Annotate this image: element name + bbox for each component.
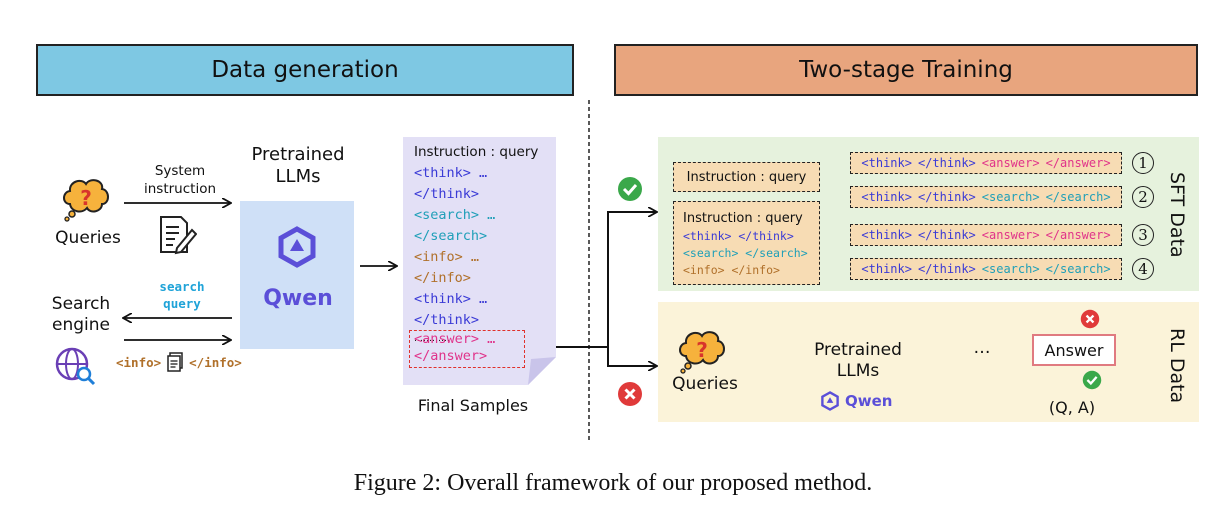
sft-trajectory-4: <think> </think> <search> </search> — [850, 258, 1122, 280]
rl-accept-icon — [1082, 370, 1102, 390]
sample-search-open: <search> … — [414, 207, 496, 223]
sample-instruction: Instruction : query — [414, 144, 539, 160]
rl-queries-thinking-icon: ? — [676, 326, 728, 374]
cross-icon — [617, 381, 643, 407]
sft-number-4: 4 — [1132, 258, 1154, 280]
llm-box — [240, 201, 354, 349]
sample-answer-close: </answer> — [414, 348, 488, 364]
traj3-think-open: <think> — [861, 228, 912, 242]
traj3-think-close: </think> — [917, 228, 976, 242]
traj1-answer-close: </answer> — [1045, 156, 1111, 170]
search-engine-line2: engine — [52, 315, 110, 335]
search-query-line1: search — [159, 279, 205, 294]
rl-pretrained-line2: LLMs — [836, 361, 880, 381]
traj4-search-close: </search> — [1045, 262, 1111, 276]
sft-trajectory-1: <think> </think> <answer> </answer> — [850, 152, 1122, 174]
qwen-label: Qwen — [263, 286, 333, 311]
sft-instruction-2-label: Instruction : query — [683, 211, 803, 226]
figure-caption: Figure 2: Overall framework of our propo… — [353, 470, 873, 496]
sft-inst2-search: <search> </search> — [683, 246, 808, 260]
svg-text:?: ? — [696, 338, 708, 362]
rl-queries-label: Queries — [672, 374, 738, 394]
queries-label: Queries — [55, 228, 121, 248]
traj2-think-close: </think> — [917, 190, 976, 204]
sample-answer-box: <answer> … </answer> — [409, 330, 525, 368]
sample-search-close: </search> — [414, 228, 488, 244]
sft-number-1: 1 — [1132, 152, 1154, 174]
info-tag-row: <info> </info> — [116, 352, 256, 372]
traj1-think-open: <think> — [861, 156, 912, 170]
sample-info-close: </info> — [414, 270, 471, 286]
rl-qwen-label: Qwen — [845, 392, 893, 410]
rl-data-label: RL Data — [1166, 328, 1188, 404]
header-data-generation-label: Data generation — [211, 57, 399, 83]
header-data-generation: Data generation — [36, 44, 574, 96]
qwen-logo-icon — [276, 226, 318, 268]
sft-inst2-info: <info> </info> — [683, 263, 780, 277]
rl-reject-icon — [1080, 309, 1100, 329]
rl-dots: … — [973, 338, 991, 358]
traj4-think-open: <think> — [861, 262, 912, 276]
rl-qwen-row: Qwen — [820, 390, 910, 412]
sample-info-open: <info> … — [414, 249, 480, 265]
pretrained-llms-label: Pretrained LLMs — [236, 144, 360, 188]
sample-think-close-1: </think> — [414, 186, 480, 202]
header-two-stage-training-label: Two-stage Training — [799, 57, 1013, 83]
final-sample-doc — [403, 137, 556, 385]
sample-content: Instruction : query <think> … </think> <… — [414, 142, 554, 347]
info-open-tag: <info> — [116, 354, 162, 370]
system-instruction-line2: instruction — [143, 181, 217, 197]
info-close-tag: </info> — [189, 354, 242, 370]
sample-answer-open: <answer> … — [414, 331, 496, 347]
system-instruction-label: System instruction — [126, 162, 234, 198]
sft-data-label: SFT Data — [1166, 172, 1188, 258]
queries-thinking-icon: ? — [60, 174, 112, 222]
rl-answer-box: Answer — [1032, 334, 1116, 366]
system-instruction-line1: System — [154, 163, 206, 179]
traj1-answer-open: <answer> — [981, 156, 1040, 170]
header-two-stage-training: Two-stage Training — [614, 44, 1198, 96]
rl-panel — [658, 302, 1199, 422]
arrow-to-rl — [607, 347, 656, 366]
traj2-search-open: <search> — [981, 190, 1040, 204]
sft-inst2-think: <think> </think> — [683, 229, 794, 243]
document-pencil-icon — [157, 214, 198, 256]
search-query-line2: query — [163, 296, 201, 311]
sft-trajectory-2: <think> </think> <search> </search> — [850, 186, 1122, 208]
traj4-think-close: </think> — [917, 262, 976, 276]
rl-pretrained-line1: Pretrained — [814, 340, 902, 360]
search-engine-line1: Search — [51, 294, 111, 314]
rl-qwen-logo-icon — [820, 391, 840, 411]
document-icon — [167, 352, 183, 372]
sft-instruction-box-1: Instruction : query — [673, 162, 820, 192]
traj3-answer-close: </answer> — [1045, 228, 1111, 242]
rl-answer-label: Answer — [1044, 340, 1104, 360]
check-icon — [617, 176, 643, 202]
sft-instruction-1-label: Instruction : query — [686, 169, 807, 185]
traj3-answer-open: <answer> — [981, 228, 1040, 242]
sft-number-2: 2 — [1132, 186, 1154, 208]
final-samples-caption: Final Samples — [417, 396, 529, 415]
sft-trajectory-3: <think> </think> <answer> </answer> — [850, 224, 1122, 246]
arrow-to-sft — [607, 212, 656, 347]
pretrained-line2: LLMs — [275, 166, 321, 187]
traj2-think-open: <think> — [861, 190, 912, 204]
traj4-search-open: <search> — [981, 262, 1040, 276]
rl-pretrained-label: Pretrained LLMs — [796, 340, 920, 382]
search-query-label: search query — [140, 278, 224, 312]
sample-think-open-1: <think> … — [414, 165, 488, 181]
sample-think-close-2: </think> — [414, 312, 480, 328]
svg-text:?: ? — [80, 186, 92, 210]
sample-ellipsis: ………… — [414, 334, 450, 344]
traj2-search-close: </search> — [1045, 190, 1111, 204]
pretrained-line1: Pretrained — [251, 144, 345, 165]
sft-instruction-box-2: Instruction : query <think> </think> <se… — [673, 201, 820, 285]
traj1-think-close: </think> — [917, 156, 976, 170]
sample-think-open-2: <think> … — [414, 291, 488, 307]
rl-qa-label: (Q, A) — [1048, 398, 1096, 417]
globe-search-icon — [54, 346, 98, 388]
search-engine-label: Search engine — [36, 294, 126, 336]
sft-number-3: 3 — [1132, 224, 1154, 246]
